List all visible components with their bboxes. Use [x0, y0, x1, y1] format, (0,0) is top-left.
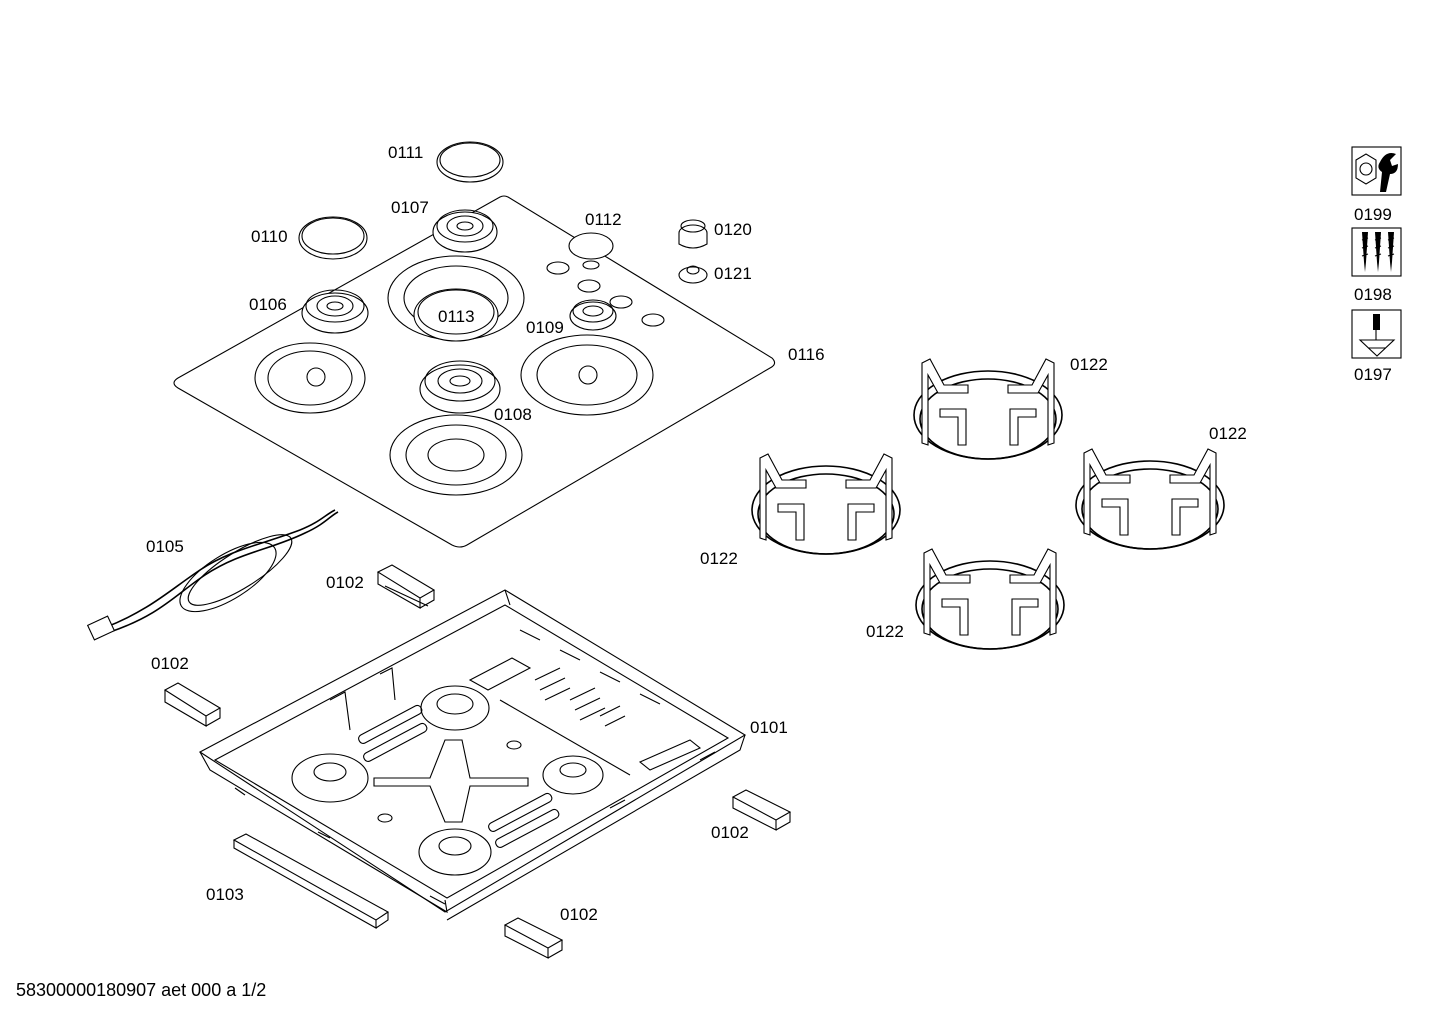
mounting-clamp-0102-top[interactable]: [376, 564, 436, 609]
label-0110: 0110: [251, 227, 288, 246]
label-0101: 0101: [750, 718, 788, 737]
label-0111: 0111: [388, 143, 423, 162]
label-0106: 0106: [249, 295, 287, 314]
base-tray-0101[interactable]: [198, 589, 747, 921]
label-0113: 0113: [438, 307, 475, 326]
label-0197: 0197: [1354, 365, 1392, 384]
label-0198: 0198: [1354, 285, 1392, 304]
mounting-clamp-0102-bottom[interactable]: [503, 917, 564, 959]
label-0103: 0103: [206, 885, 244, 904]
label-0102-left: 0102: [151, 654, 189, 673]
pan-support-0122-d[interactable]: [915, 548, 1065, 650]
burner-head-0107[interactable]: [432, 209, 498, 253]
label-0112: 0112: [585, 210, 622, 229]
screws-icon[interactable]: [1351, 227, 1402, 277]
label-0108: 0108: [494, 405, 532, 424]
burner-head-0108[interactable]: [419, 360, 501, 414]
burner-head-0106[interactable]: [301, 289, 369, 334]
label-0109: 0109: [526, 318, 564, 337]
burner-cap-0113[interactable]: [413, 288, 499, 342]
label-0102-top: 0102: [326, 573, 364, 592]
seal-strip-0103[interactable]: [232, 833, 390, 929]
power-cord-0105[interactable]: [86, 509, 339, 641]
label-0107: 0107: [391, 198, 429, 217]
document-id: 58300000180907 aet 000 a 1/2: [16, 980, 267, 1000]
pan-support-0122-a[interactable]: [913, 358, 1063, 460]
pan-support-0122-c[interactable]: [1075, 448, 1225, 550]
burner-cap-0110[interactable]: [298, 216, 368, 260]
label-0105: 0105: [146, 537, 184, 556]
wrench-nut-icon[interactable]: [1351, 146, 1402, 196]
pan-support-0122-b[interactable]: [751, 453, 901, 555]
label-0102-right: 0102: [711, 823, 749, 842]
label-0116: 0116: [788, 345, 825, 364]
burner-head-0109[interactable]: [569, 299, 617, 331]
burner-cap-0111[interactable]: [436, 141, 504, 183]
label-0120: 0120: [714, 220, 752, 239]
mounting-clamp-0102-left[interactable]: [163, 682, 222, 727]
label-0122-left: 0122: [700, 549, 738, 568]
label-0122-bottom: 0122: [866, 622, 904, 641]
mounting-clamp-0102-right[interactable]: [731, 789, 792, 831]
label-0122-right: 0122: [1209, 424, 1247, 443]
label-0122-top: 0122: [1070, 355, 1108, 374]
label-0102-bottom: 0102: [560, 905, 598, 924]
label-0121: 0121: [714, 264, 752, 283]
control-knob-0120[interactable]: [678, 219, 708, 249]
burner-cap-0112[interactable]: [568, 232, 614, 260]
knob-bezel-0121[interactable]: [678, 265, 708, 284]
screwdriver-icon[interactable]: [1351, 309, 1402, 359]
label-0199: 0199: [1354, 205, 1392, 224]
